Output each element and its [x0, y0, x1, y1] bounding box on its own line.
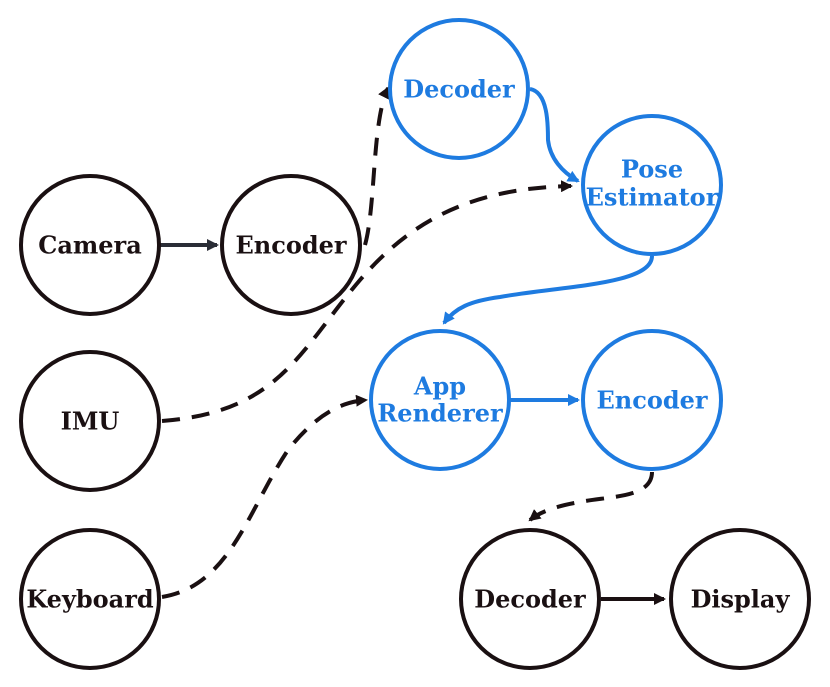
node-decoder-remote-label: Decoder — [403, 75, 515, 104]
node-app-renderer: App Renderer — [369, 329, 511, 471]
node-encoder-local-label: Encoder — [235, 231, 346, 260]
node-camera: Camera — [19, 174, 161, 316]
edge-encoder1-decoder1 — [363, 86, 390, 246]
node-encoder-remote: Encoder — [581, 329, 723, 471]
node-pose-label-line1: Pose — [621, 155, 683, 184]
node-decoder-remote: Decoder — [388, 18, 530, 160]
node-pose-estimator: Pose Estimator — [581, 114, 723, 256]
node-encoder-remote-label: Encoder — [596, 386, 707, 415]
node-app-label-line1: App — [413, 372, 466, 401]
edge-pose-app — [442, 255, 654, 325]
node-keyboard-label: Keyboard — [26, 585, 154, 614]
node-keyboard: Keyboard — [19, 528, 161, 670]
node-camera-label: Camera — [38, 231, 142, 260]
edge-keyboard-app — [161, 394, 368, 599]
edge-encoder2-decoder2 — [528, 471, 654, 522]
node-display: Display — [669, 528, 811, 670]
node-pose-label-line2: Estimator — [586, 183, 719, 212]
edge-decoder1-pose — [529, 87, 580, 183]
node-decoder-local: Decoder — [459, 528, 601, 670]
node-decoder-local-label: Decoder — [474, 585, 586, 614]
node-imu: IMU — [19, 350, 161, 492]
edge-imu-pose — [161, 180, 573, 423]
node-imu-label: IMU — [61, 407, 120, 436]
node-display-label: Display — [691, 585, 791, 614]
node-app-label-line2: Renderer — [377, 399, 503, 428]
node-encoder-local: Encoder — [220, 174, 362, 316]
